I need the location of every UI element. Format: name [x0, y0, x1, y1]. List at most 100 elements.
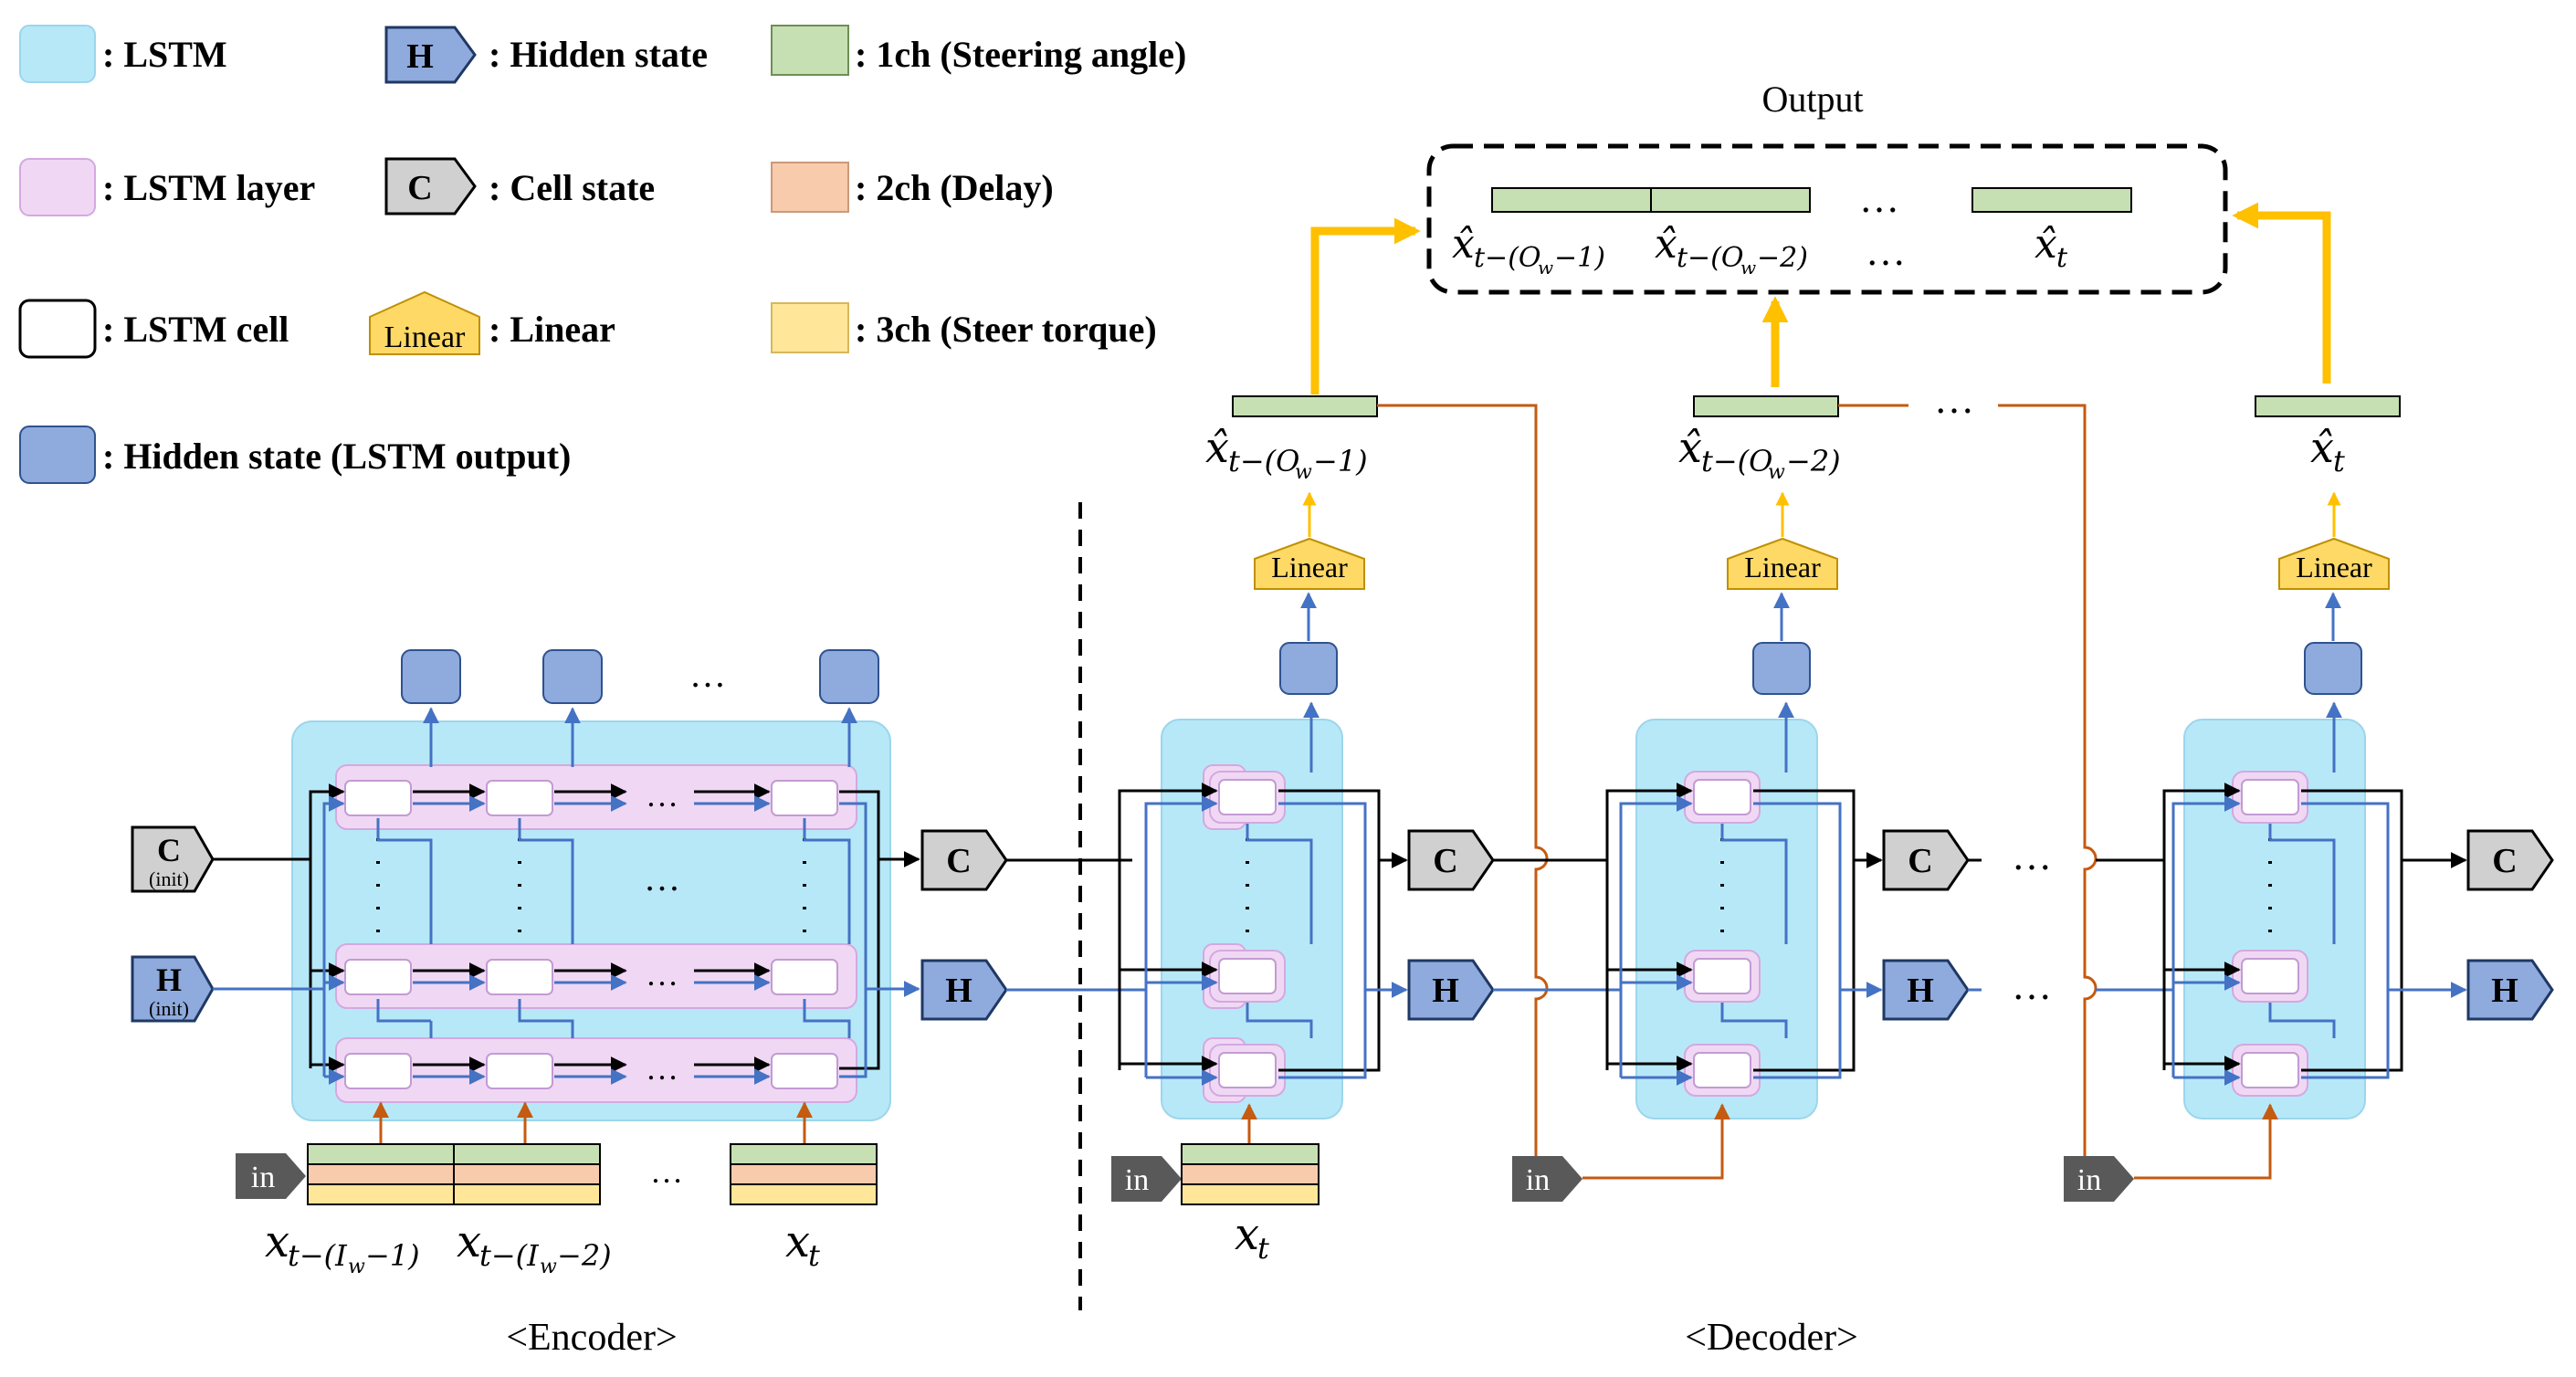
output-bar-1 — [1491, 187, 1652, 213]
legend-hidden-state-badge-letter: H — [406, 37, 434, 76]
enc-x2-sub2: w — [540, 1256, 557, 1278]
enc-x1-sub3: −1) — [365, 1238, 420, 1273]
decoder-feedback-1 — [1377, 404, 1569, 1180]
decoder-step1-in-badge — [1111, 1156, 1182, 1202]
decoder-step2-linear-text: Linear — [1744, 551, 1821, 583]
lstm-cell — [344, 780, 412, 816]
out-x2-sub: t−(O — [1677, 242, 1744, 274]
decoder-step2-linear — [1727, 537, 1838, 590]
decoder-step-1: Linear C H in x t x̂ t−(O w −1) — [1111, 217, 1569, 1266]
decoder-step2-in-badge — [1512, 1156, 1582, 1202]
legend-ch2-swatch — [771, 162, 849, 213]
encoder-c-init-badge — [131, 825, 215, 893]
decoder-step-2: Linear C H in x̂ t−(O w −2) … — [1493, 296, 2173, 1202]
legend-hidden-state-badge — [384, 26, 477, 84]
output-group: Output … x̂ t−(O w −1) x̂ t−(O w −2) … x… — [1426, 79, 2228, 295]
legend-lstm-swatch — [19, 25, 96, 83]
dec-pred2-sub3: −2) — [1786, 444, 1841, 478]
enc-x2-sub3: −2) — [557, 1238, 612, 1273]
output-caption: Output — [1761, 79, 1863, 120]
legend-hidden-state-label: : Hidden state — [489, 34, 708, 75]
encoder-row2-dots: … — [646, 956, 678, 993]
legend-linear-badge — [369, 290, 480, 355]
dec-predn: x̂ — [2310, 423, 2334, 472]
encoder-middle-dots: … — [644, 857, 680, 899]
lstm-cell — [486, 1053, 553, 1089]
dec-pred1-sub3: −1) — [1313, 444, 1368, 478]
legend-lstm-label: : LSTM — [102, 34, 227, 75]
legend-lstm-cell-label: : LSTM cell — [102, 309, 289, 350]
decoder-stepn-c-letter: C — [2492, 842, 2517, 880]
out-x2: x̂ — [1655, 221, 1677, 268]
lstm-cell — [486, 780, 553, 816]
encoder-output-dots: … — [689, 654, 726, 695]
decoder-feedback-2 — [1998, 404, 2117, 1180]
enc-xt: x — [785, 1216, 810, 1267]
legend-ch3-swatch — [771, 302, 849, 353]
encoder-output-hidden-1 — [401, 649, 461, 704]
legend-linear-badge-text: Linear — [384, 321, 466, 354]
decoder-stepn-h-out — [2466, 959, 2554, 1021]
decoder-step1-linear-text: Linear — [1271, 551, 1348, 583]
decoder-stepn-pred-bar — [2255, 395, 2401, 417]
decoder-stepn-hidden-out — [2304, 642, 2362, 695]
encoder-caption: <Encoder> — [506, 1317, 677, 1359]
lstm-cell — [771, 780, 838, 816]
legend-ch3-label: : 3ch (Steer torque) — [855, 309, 1157, 350]
decoder-step1-hidden-out — [1279, 642, 1338, 695]
decoder-c-dots: … — [2012, 834, 2052, 878]
encoder-in-label: in — [251, 1161, 275, 1194]
enc-x1-sub: t−(I — [288, 1238, 348, 1273]
lstm-cell — [486, 959, 553, 995]
legend-cell-state-label: : Cell state — [489, 167, 655, 208]
decoder-step2-c-out — [1882, 829, 1970, 891]
encoder-output-hidden-2 — [542, 649, 603, 704]
encoder-blue-up-arrows — [376, 707, 857, 1038]
out-x1: x̂ — [1452, 221, 1475, 268]
enc-x1-sub2: w — [348, 1256, 365, 1278]
legend-lstm-cell-swatch — [18, 299, 97, 359]
decoder-step1-c-letter: C — [1433, 842, 1457, 880]
encoder-input-labels: x t−(I w −1) x t−(I w −2) x t — [265, 1216, 820, 1278]
decoder-step2-pred-bar — [1693, 395, 1839, 417]
decoder-step1-c-out — [1407, 829, 1495, 891]
decoder-step1-h-out — [1407, 959, 1495, 1021]
dec-pred1-sub: t−(O — [1228, 444, 1299, 478]
out-x1-sub3: −1) — [1554, 242, 1605, 274]
encoder-horizontal-arrows — [413, 783, 771, 1085]
decoder-stepn-in-label: in — [2077, 1163, 2101, 1197]
decoder-step2-h-out — [1882, 959, 1970, 1021]
encoder-h-out-badge — [920, 959, 1008, 1021]
decoder-step1-linear — [1254, 537, 1365, 590]
encoder-cells — [344, 780, 838, 1089]
encoder-row3-dots: … — [646, 1050, 678, 1087]
decoder-step1-pred-bar — [1232, 395, 1378, 417]
encoder-row1-dots: … — [646, 777, 678, 814]
dec-predn-sub: t — [2333, 444, 2345, 478]
output-labels-dots: … — [1866, 229, 1906, 274]
legend-ch2-label: : 2ch (Delay) — [855, 167, 1054, 208]
encoder-frame — [309, 783, 880, 1085]
lstm-cell — [771, 1053, 838, 1089]
encoder-c-out-letter: C — [946, 842, 971, 880]
legend-hidden-output-swatch — [19, 426, 96, 484]
encoder-h-init-sub: (init) — [149, 997, 189, 1020]
decoder-stepn-linear — [2278, 537, 2390, 590]
legend-lstm-layer-swatch — [19, 158, 96, 216]
dec-step1-xt-sub: t — [1257, 1231, 1269, 1266]
legend-cell-state-badge-letter: C — [407, 169, 432, 207]
out-x2-sub3: −2) — [1757, 242, 1808, 274]
legend-ch1-swatch — [771, 25, 849, 76]
decoder-step2-h-letter: H — [1907, 972, 1934, 1010]
encoder-h-init-letter: H — [156, 962, 182, 998]
encoder-c-init-sub: (init) — [149, 867, 189, 890]
decoder-step-n: Linear C H in x̂ t — [2064, 202, 2554, 1202]
legend-linear-label: : Linear — [489, 309, 615, 350]
out-xt: x̂ — [2035, 221, 2057, 268]
decoder-stepn-h-letter: H — [2491, 972, 2518, 1010]
enc-x2-sub: t−(I — [479, 1238, 540, 1273]
legend-lstm-layer-label: : LSTM layer — [102, 167, 315, 208]
decoder-step2-in-label: in — [1526, 1163, 1550, 1197]
encoder-input-dots: … — [650, 1153, 683, 1190]
decoder-pred-dots: … — [1934, 377, 1974, 422]
